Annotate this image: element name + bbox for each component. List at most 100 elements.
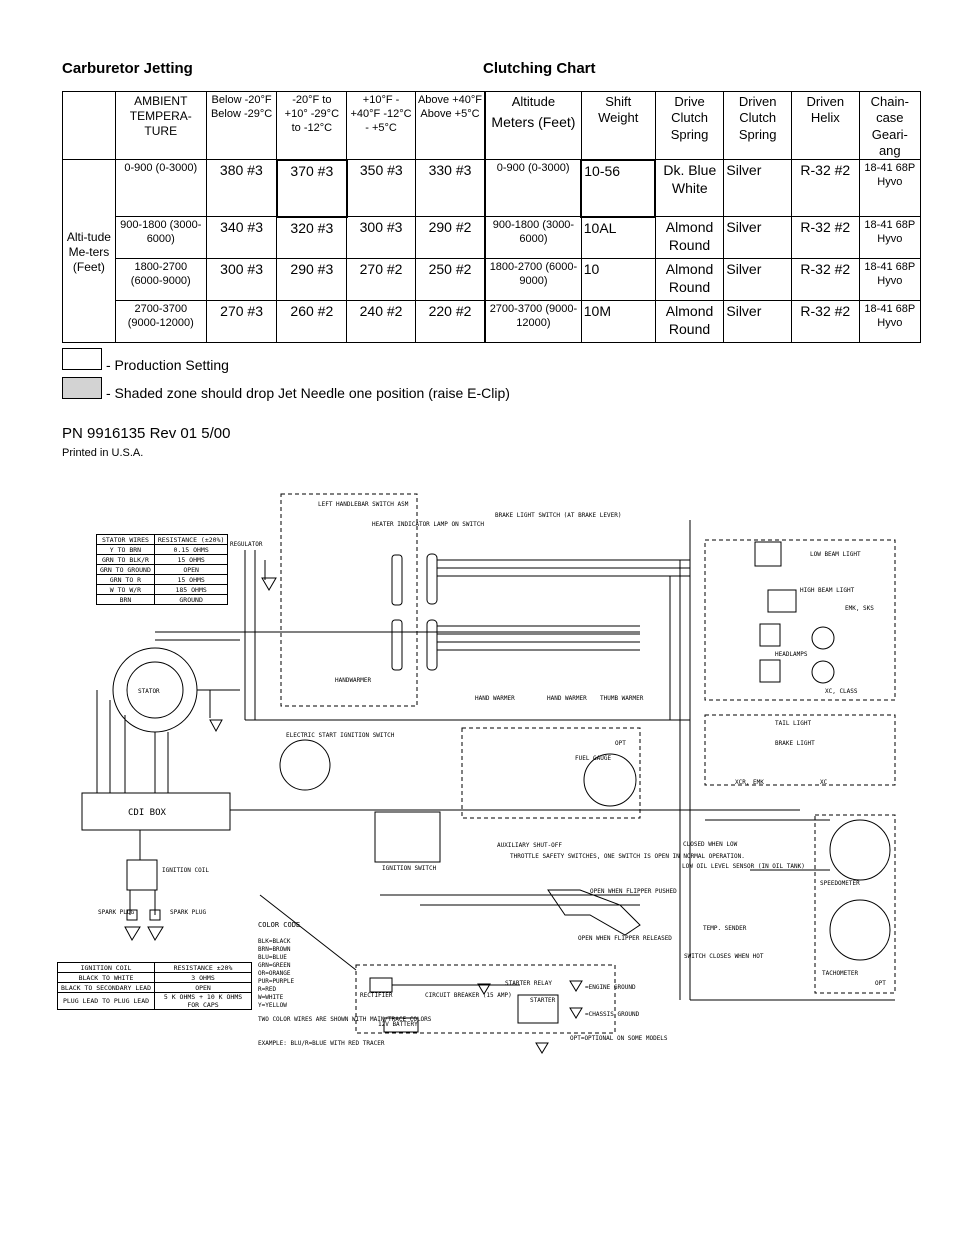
clutch-header: Chain-case Geari-ang: [858, 91, 922, 160]
starter-relay-label: STARTER RELAY: [505, 980, 552, 987]
headlamps-label: HEADLAMPS: [775, 651, 808, 658]
shift-weight: 10-56: [580, 158, 657, 218]
table-cell: 5 K OHMS + 10 K OHMS FOR CAPS: [154, 992, 253, 1010]
low-oil-label: LOW OIL LEVEL SENSOR (IN OIL TANK): [682, 863, 805, 870]
chaincase: 18-41 68P Hyvo: [858, 300, 922, 343]
temp-col-header: Above +40°F Above +5°C: [414, 91, 486, 160]
cdi-box-label: CDI BOX: [128, 808, 167, 818]
opt-label: OPT: [615, 740, 626, 747]
temp-col-header: -20°F to +10° -29°C to -12°C: [276, 91, 348, 160]
jet-cell: 320 #3: [276, 216, 348, 259]
cdi-box: [81, 792, 231, 831]
color-code-item: W=WHITE: [258, 994, 284, 1001]
production-legend-swatch: [62, 348, 102, 370]
printed-in: Printed in U.S.A.: [62, 447, 144, 459]
aux-shutoff-label: AUXILIARY SHUT-OFF: [497, 842, 562, 849]
high-beam-label: HIGH BEAM LIGHT: [800, 587, 855, 594]
shaded-legend-text: - Shaded zone should drop Jet Needle one…: [106, 385, 510, 401]
chaincase: 18-41 68P Hyvo: [858, 159, 922, 217]
driven-helix: R-32 #2: [791, 300, 860, 343]
driven-spring: Silver: [723, 258, 792, 301]
jetting-clutching-table: AMBIENT TEMPERA-TURE Below -20°F Below -…: [62, 91, 922, 343]
closed-low-label: CLOSED WHEN LOW: [683, 841, 738, 848]
ignition-switch-label: IGNITION SWITCH: [382, 865, 437, 872]
example-note: EXAMPLE: BLU/R=BLUE WITH RED TRACER: [258, 1040, 385, 1047]
engine-ground-label: =ENGINE GROUND: [585, 984, 636, 991]
handwarmer-label: HANDWARMER: [335, 677, 372, 684]
diagram-labels: LEFT HANDLEBAR SWITCH ASM HEATER INDICAT…: [98, 501, 886, 1047]
xcr-emk-label: XCR, EMK: [735, 779, 764, 786]
color-code-item: BRN=BROWN: [258, 946, 291, 953]
driven-helix: R-32 #2: [791, 258, 860, 301]
tachometer-label: TACHOMETER: [822, 970, 859, 977]
jet-cell-production: 370 #3: [275, 158, 348, 218]
chaincase: 18-41 68P Hyvo: [858, 258, 922, 301]
color-code-item: BLU=BLUE: [258, 954, 287, 961]
meters-feet-label: Meters (Feet): [491, 114, 576, 131]
hand-warmer-label: HAND WARMER: [547, 695, 587, 702]
jet-cell: 250 #2: [414, 258, 486, 301]
driven-helix: R-32 #2: [791, 216, 860, 259]
spark-plug-label: SPARK PLUG: [170, 909, 207, 916]
electric-start-label: ELECTRIC START IGNITION SWITCH: [286, 732, 395, 739]
throttle-switches-label: THROTTLE SAFETY SWITCHES, ONE SWITCH IS …: [510, 853, 745, 860]
color-code-item: R=RED: [258, 986, 276, 993]
altitude-range: 2700-3700 (9000-12000): [114, 300, 207, 343]
opt-label: OPT: [875, 980, 886, 987]
jet-cell: 330 #3: [414, 159, 486, 217]
color-code-item: PUR=PURPLE: [258, 978, 295, 985]
open-pushed-label: OPEN WHEN FLIPPER PUSHED: [590, 888, 677, 895]
temp-col-header: +10°F - +40°F -12°C - +5°C: [346, 91, 416, 160]
altitude-label: Altitude: [511, 94, 556, 109]
clutch-header: Driven Clutch Spring: [723, 91, 792, 160]
ignition-coil-label: IGNITION COIL: [162, 867, 209, 874]
shift-weight: 10: [580, 258, 656, 301]
clutch-header: Driven Helix: [791, 91, 860, 160]
spark-plug-label: SPARK PLUG: [98, 909, 135, 916]
driven-spring: Silver: [723, 300, 792, 343]
altitude-range: 0-900 (0-3000): [484, 159, 582, 217]
jet-cell: 300 #3: [346, 216, 416, 259]
color-code-item: OR=ORANGE: [258, 970, 291, 977]
left-handlebar-label: LEFT HANDLEBAR SWITCH ASM: [318, 501, 409, 508]
altitude-range: 900-1800 (3000-6000): [114, 216, 207, 259]
temp-col-header: Below -20°F Below -29°C: [205, 91, 278, 160]
color-code-item: BLK=BLACK: [258, 938, 291, 945]
brake-light-label: BRAKE LIGHT: [775, 740, 815, 747]
jet-cell: 270 #3: [205, 300, 278, 343]
jet-cell: 380 #3: [205, 159, 278, 217]
altitude-range: 0-900 (0-3000): [114, 159, 207, 217]
clutch-header: Drive Clutch Spring: [654, 91, 725, 160]
low-beam-label: LOW BEAM LIGHT: [810, 551, 861, 558]
two-color-note: TWO COLOR WIRES ARE SHOWN WITH MAIN/TRAC…: [258, 1016, 432, 1023]
jet-cell: 220 #2: [414, 300, 486, 343]
clutch-header: Shift Weight: [580, 91, 656, 160]
drive-spring: Almond Round: [654, 258, 725, 301]
jet-cell: 290 #2: [414, 216, 486, 259]
driven-helix: R-32 #2: [791, 159, 860, 217]
optional-label: OPT=OPTIONAL ON SOME MODELS: [570, 1035, 668, 1042]
ignition-key-circle: [279, 739, 331, 791]
production-legend-text: - Production Setting: [106, 357, 229, 373]
color-code-item: GRN=GREEN: [258, 962, 291, 969]
altitude-range: 1800-2700 (6000-9000): [114, 258, 207, 301]
chaincase: 18-41 68P Hyvo: [858, 216, 922, 259]
speedometer-label: SPEEDOMETER: [820, 880, 860, 887]
regulator-label: REGULATOR: [230, 541, 263, 548]
part-number: PN 9916135 Rev 01 5/00: [62, 425, 231, 442]
brake-light-switch-label: BRAKE LIGHT SWITCH (AT BRAKE LEVER): [495, 512, 621, 519]
thumb-warmer-label: THUMB WARMER: [600, 695, 644, 702]
jet-cell: 240 #2: [346, 300, 416, 343]
fuel-gauge-label: FUEL GAUGE: [575, 755, 612, 762]
hand-warmer-label: HAND WARMER: [475, 695, 515, 702]
shaded-legend-swatch: [62, 377, 102, 399]
xc-class-label: XC, CLASS: [825, 688, 858, 695]
heater-label: HEATER INDICATOR LAMP ON SWITCH: [372, 521, 484, 528]
circuit-breaker-label: CIRCUIT BREAKER (15 AMP): [425, 992, 512, 999]
jet-cell: 290 #3: [276, 258, 348, 301]
stator-label: STATOR: [138, 688, 160, 695]
starter-label: STARTER: [530, 997, 556, 1004]
switch-closes-label: SWITCH CLOSES WHEN HOT: [684, 953, 764, 960]
